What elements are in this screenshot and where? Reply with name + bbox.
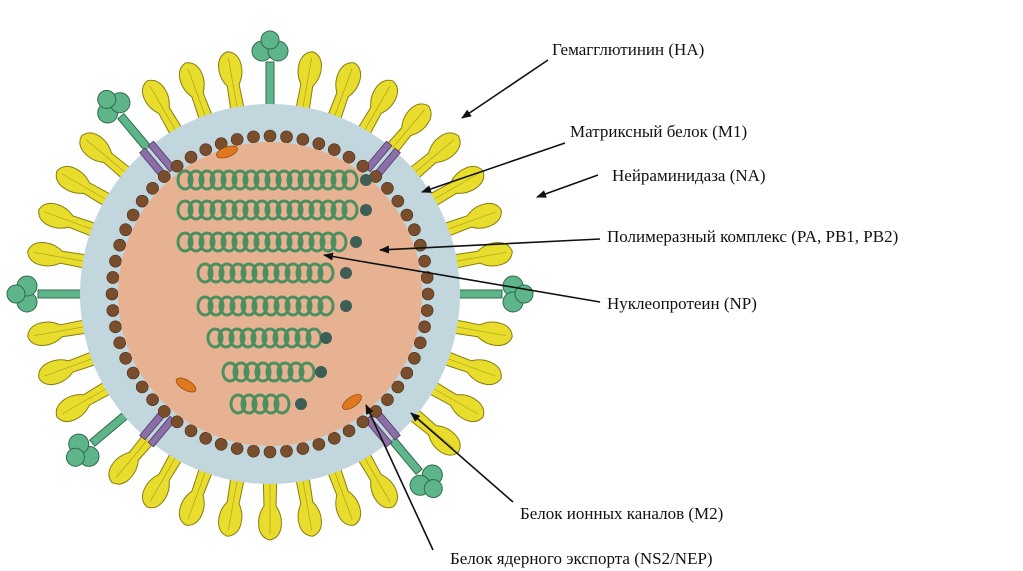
matrix-protein-bead xyxy=(120,352,132,364)
matrix-protein-bead xyxy=(343,151,355,163)
matrix-protein-bead xyxy=(200,432,212,444)
matrix-protein-bead xyxy=(107,271,119,283)
matrix-protein-bead xyxy=(127,209,139,221)
matrix-protein-bead xyxy=(357,416,369,428)
matrix-protein-bead xyxy=(171,416,183,428)
matrix-protein-bead xyxy=(215,438,227,450)
matrix-protein-bead xyxy=(109,321,121,333)
matrix-protein-bead xyxy=(281,131,293,143)
matrix-protein-bead xyxy=(401,367,413,379)
matrix-protein-bead xyxy=(185,425,197,437)
matrix-protein-bead xyxy=(231,133,243,145)
matrix-protein-bead xyxy=(200,144,212,156)
matrix-protein-bead xyxy=(109,255,121,267)
matrix-protein-bead xyxy=(158,405,170,417)
label-m2-ion-channel: Белок ионных каналов (M2) xyxy=(520,504,723,524)
matrix-protein-bead xyxy=(297,133,309,145)
matrix-protein-bead xyxy=(408,224,420,236)
label-nucleoprotein: Нуклеопротеин (NP) xyxy=(607,294,757,314)
matrix-protein-bead xyxy=(419,255,431,267)
matrix-protein-bead xyxy=(247,445,259,457)
matrix-protein-bead xyxy=(264,130,276,142)
matrix-protein-bead xyxy=(408,352,420,364)
matrix-protein-bead xyxy=(414,239,426,251)
matrix-protein-bead xyxy=(392,195,404,207)
label-polymerase-complex: Полимеразный комплекс (PA, PB1, PB2) xyxy=(607,227,898,247)
matrix-protein-bead xyxy=(381,394,393,406)
matrix-protein-bead xyxy=(419,321,431,333)
arrow-ha xyxy=(462,60,548,118)
matrix-protein-bead xyxy=(136,381,148,393)
matrix-protein-bead xyxy=(147,394,159,406)
matrix-protein-bead xyxy=(120,224,132,236)
matrix-protein-bead xyxy=(114,337,126,349)
label-hemagglutinin: Гемагглютинин (HA) xyxy=(552,40,704,60)
matrix-protein-bead xyxy=(392,381,404,393)
matrix-protein-bead xyxy=(313,138,325,150)
matrix-protein-bead xyxy=(107,305,119,317)
label-nuclear-export-protein: Белок ядерного экспорта (NS2/NEP) xyxy=(450,549,713,569)
matrix-protein-bead xyxy=(247,131,259,143)
matrix-protein-bead xyxy=(414,337,426,349)
matrix-protein-bead xyxy=(422,288,434,300)
label-matrix-protein: Матриксный белок (M1) xyxy=(570,122,747,142)
matrix-protein-bead xyxy=(106,288,118,300)
matrix-protein-bead xyxy=(357,160,369,172)
matrix-protein-bead xyxy=(343,425,355,437)
matrix-protein-bead xyxy=(328,432,340,444)
arrow-na xyxy=(537,175,598,197)
matrix-protein-bead xyxy=(297,443,309,455)
matrix-protein-bead xyxy=(281,445,293,457)
matrix-protein-bead xyxy=(171,160,183,172)
matrix-protein-bead xyxy=(313,438,325,450)
matrix-protein-bead xyxy=(231,443,243,455)
matrix-protein-bead xyxy=(147,182,159,194)
matrix-protein-bead xyxy=(127,367,139,379)
matrix-protein-bead xyxy=(114,239,126,251)
matrix-protein-bead xyxy=(158,171,170,183)
matrix-protein-bead xyxy=(328,144,340,156)
matrix-protein-bead xyxy=(381,182,393,194)
matrix-protein-bead xyxy=(421,305,433,317)
matrix-protein-bead xyxy=(136,195,148,207)
label-neuraminidase: Нейраминидаза (NA) xyxy=(612,166,766,186)
matrix-protein-bead xyxy=(264,446,276,458)
matrix-protein-bead xyxy=(185,151,197,163)
matrix-protein-bead xyxy=(401,209,413,221)
